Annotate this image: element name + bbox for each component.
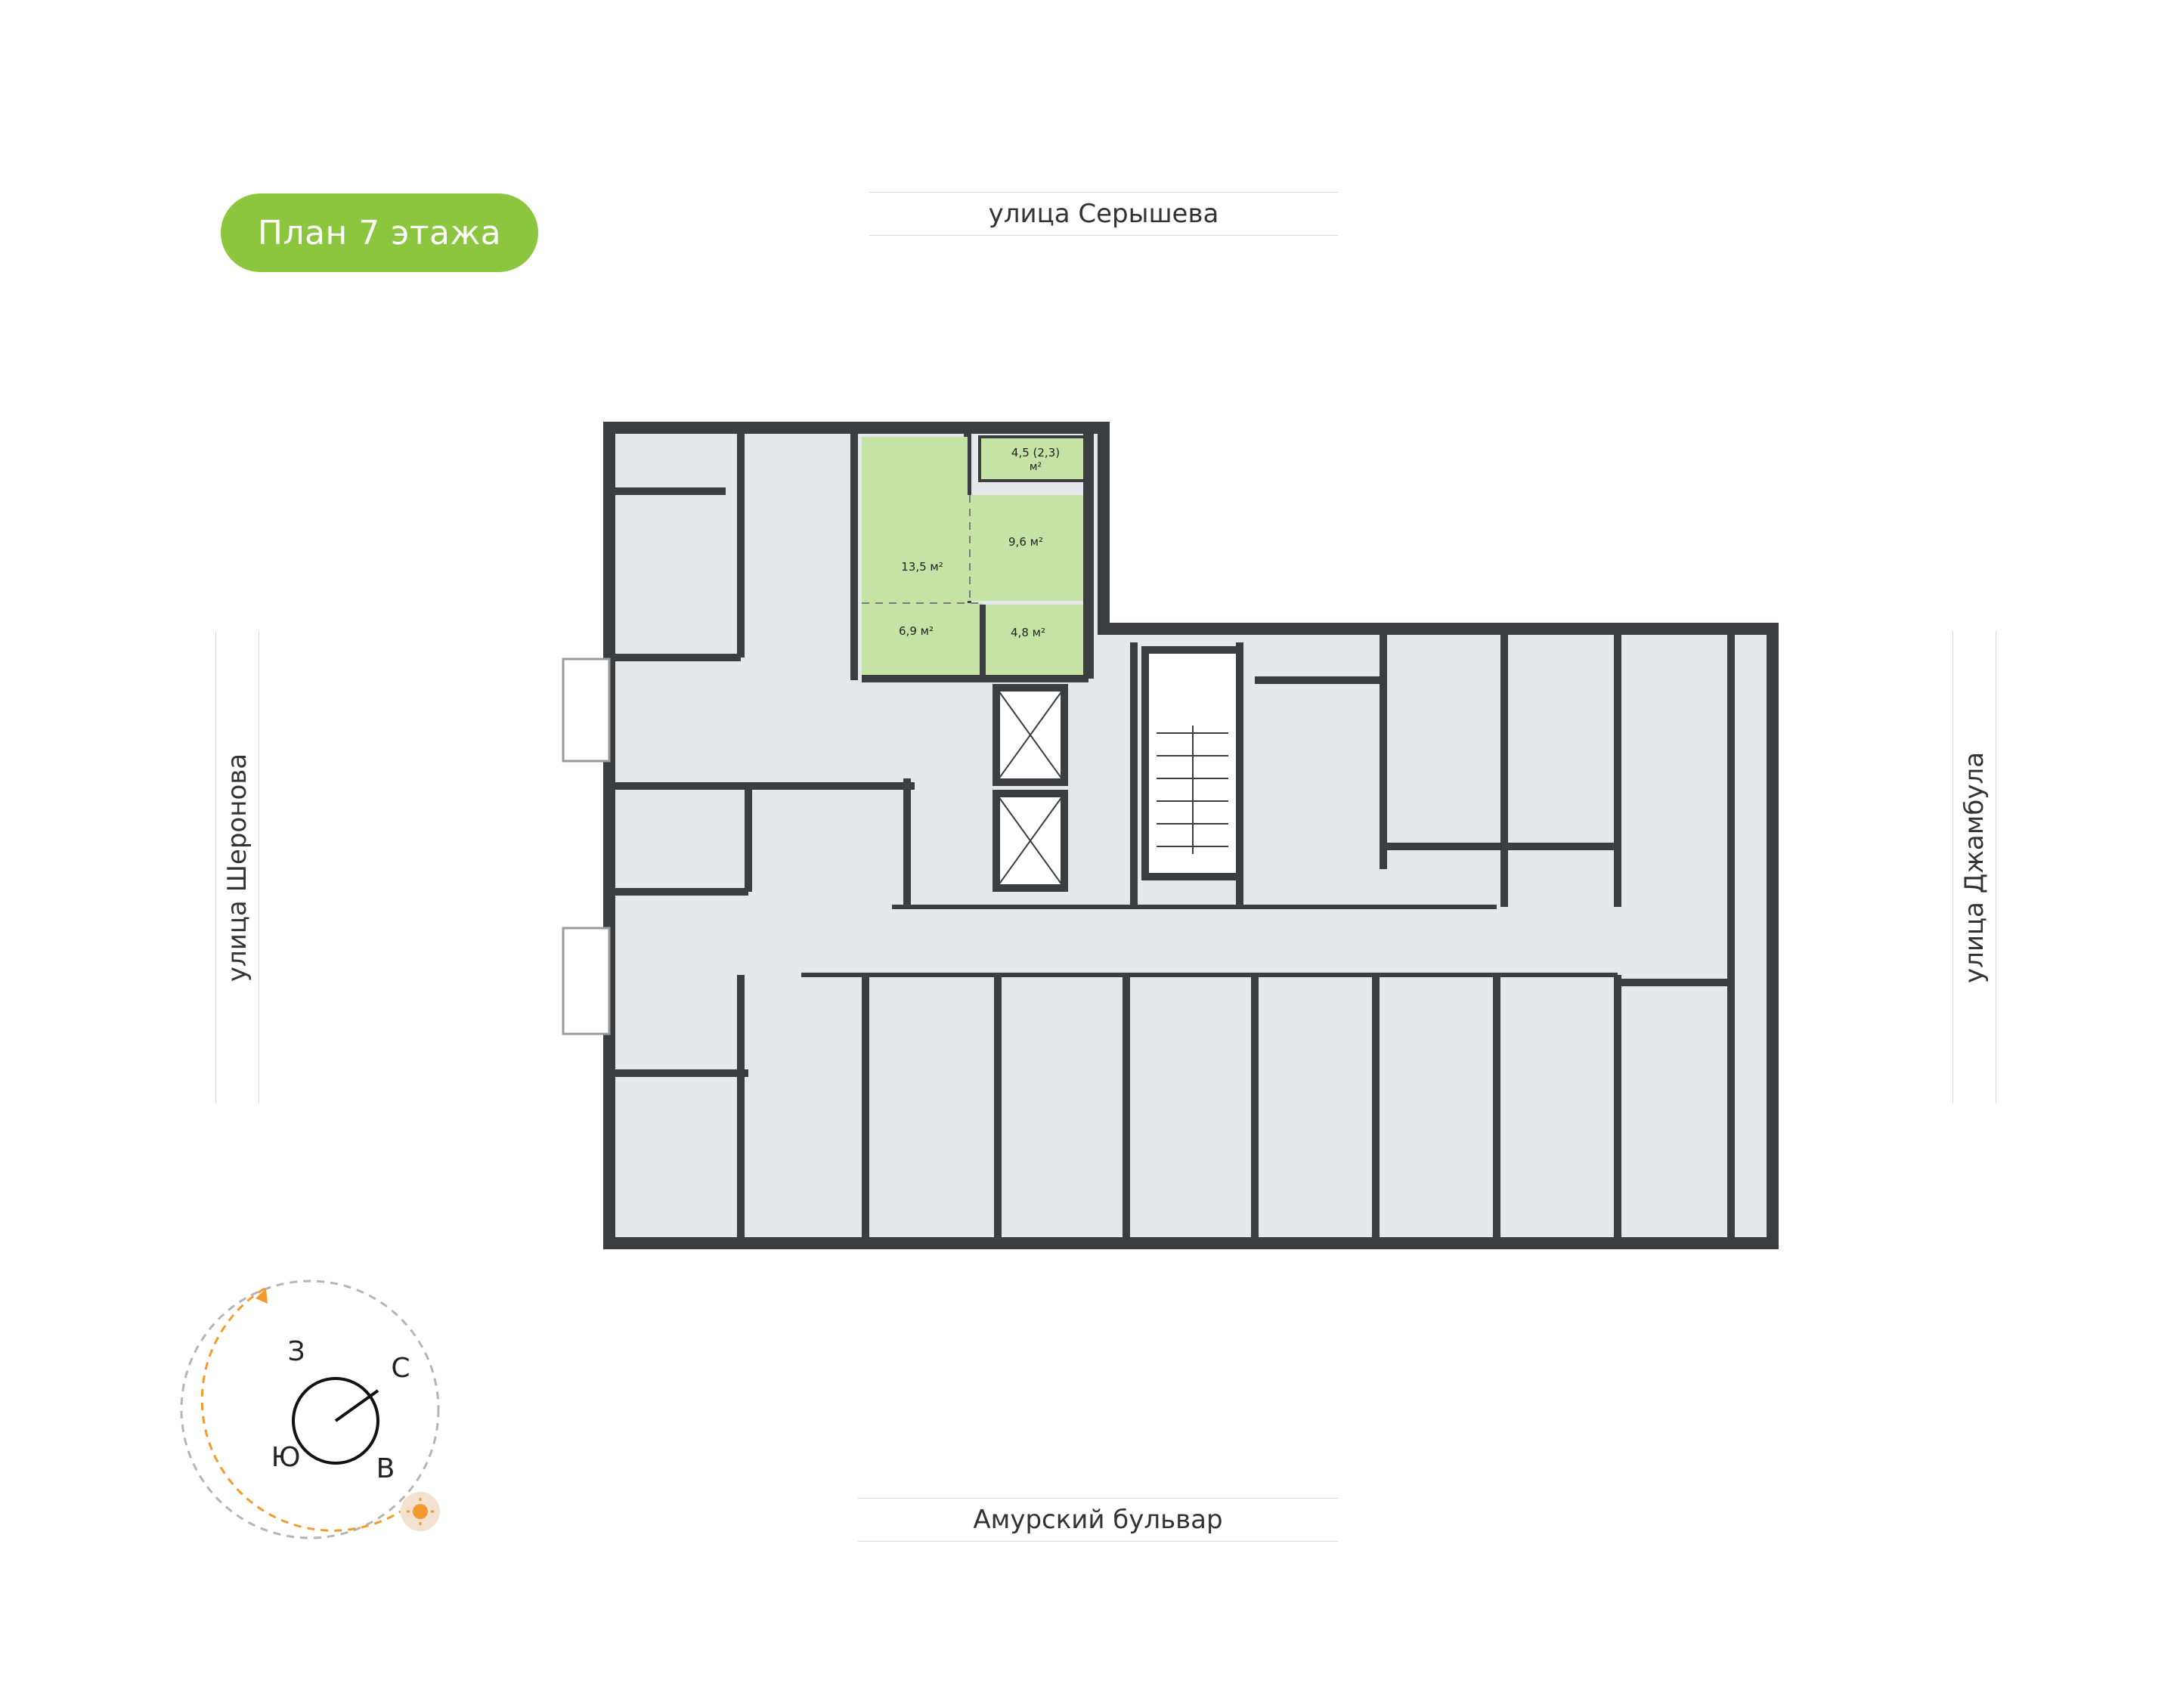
sun-icon — [401, 1492, 440, 1531]
area-label-bath: 4,8 м² — [1011, 626, 1045, 639]
street-label-west: улица Шеронова — [215, 631, 259, 1103]
compass-south: Ю — [271, 1442, 301, 1473]
compass-needle — [334, 1389, 379, 1422]
area-label-loggia: 4,5 (2,3) — [1011, 446, 1060, 459]
sun-path-highlight — [200, 1287, 401, 1532]
area-label-living: 13,5 м² — [901, 560, 943, 574]
sun-path-arc — [180, 1279, 440, 1539]
interior-walls — [609, 428, 1735, 1243]
area-label-kitchen: 9,6 м² — [1008, 535, 1043, 549]
elevator-shafts — [993, 684, 1068, 892]
street-label-east: улица Джамбула — [1952, 631, 1996, 1103]
street-label-north: улица Серышева — [869, 192, 1338, 236]
compass-dial — [292, 1377, 379, 1465]
area-label-hall: 6,9 м² — [899, 624, 934, 638]
street-label-south: Амурский бульвар — [858, 1498, 1338, 1542]
compass-north: С — [391, 1353, 410, 1384]
balconies — [562, 658, 611, 1035]
staircase — [1141, 646, 1243, 880]
compass-west: З — [287, 1336, 305, 1367]
floor-title-badge: План 7 этажа — [221, 193, 538, 272]
highlighted-apartment — [862, 428, 1094, 682]
compass-east: В — [376, 1453, 395, 1484]
arrow-icon — [255, 1289, 268, 1304]
area-label-loggia-unit: м² — [1030, 461, 1042, 473]
area-labels: 4,5 (2,3) м² 13,5 м² 9,6 м² 6,9 м² 4,8 м… — [899, 446, 1060, 639]
